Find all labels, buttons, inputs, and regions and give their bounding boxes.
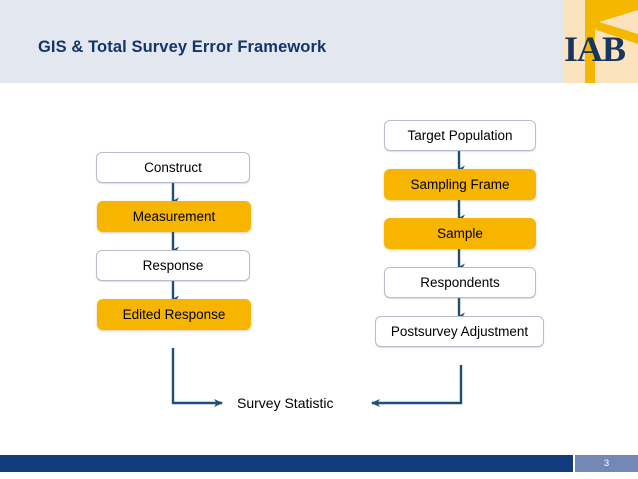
page-title: GIS & Total Survey Error Framework	[38, 38, 327, 56]
node-edited-response-label: Edited Response	[122, 307, 226, 322]
footer-bar	[0, 455, 573, 472]
node-response-label: Response	[142, 258, 204, 273]
node-survey-statistic: Survey Statistic	[237, 395, 334, 411]
node-measurement-label: Measurement	[132, 209, 216, 224]
node-postsurvey-adjustment[interactable]: Postsurvey Adjustment	[375, 316, 544, 347]
tse-framework-diagram: Construct Measurement Response Edited Re…	[0, 83, 638, 433]
slide-footer: 3	[0, 455, 638, 472]
node-construct[interactable]: Construct	[96, 152, 250, 183]
node-target-population[interactable]: Target Population	[384, 120, 536, 151]
arrow-postsurvey-adjustment-to-survey-statistic	[371, 365, 463, 407]
slide-header: GIS & Total Survey Error Framework IAB	[0, 0, 638, 83]
iab-logo: IAB	[563, 0, 638, 83]
node-response[interactable]: Response	[96, 250, 250, 281]
node-postsurvey-adjustment-label: Postsurvey Adjustment	[390, 324, 529, 339]
iab-logo-text: IAB	[564, 29, 626, 69]
node-edited-response[interactable]: Edited Response	[97, 299, 251, 330]
node-respondents[interactable]: Respondents	[384, 267, 536, 298]
arrow-edited-response-to-survey-statistic	[171, 348, 223, 407]
node-construct-label: Construct	[144, 160, 202, 175]
node-sample-label: Sample	[437, 226, 483, 241]
node-respondents-label: Respondents	[420, 275, 500, 290]
node-sampling-frame[interactable]: Sampling Frame	[384, 169, 536, 200]
node-sampling-frame-label: Sampling Frame	[410, 177, 510, 192]
iab-triangle-mark-icon	[585, 0, 638, 83]
node-target-population-label: Target Population	[407, 128, 513, 143]
node-measurement[interactable]: Measurement	[97, 201, 251, 232]
page-number: 3	[575, 455, 638, 472]
node-sample[interactable]: Sample	[384, 218, 536, 249]
